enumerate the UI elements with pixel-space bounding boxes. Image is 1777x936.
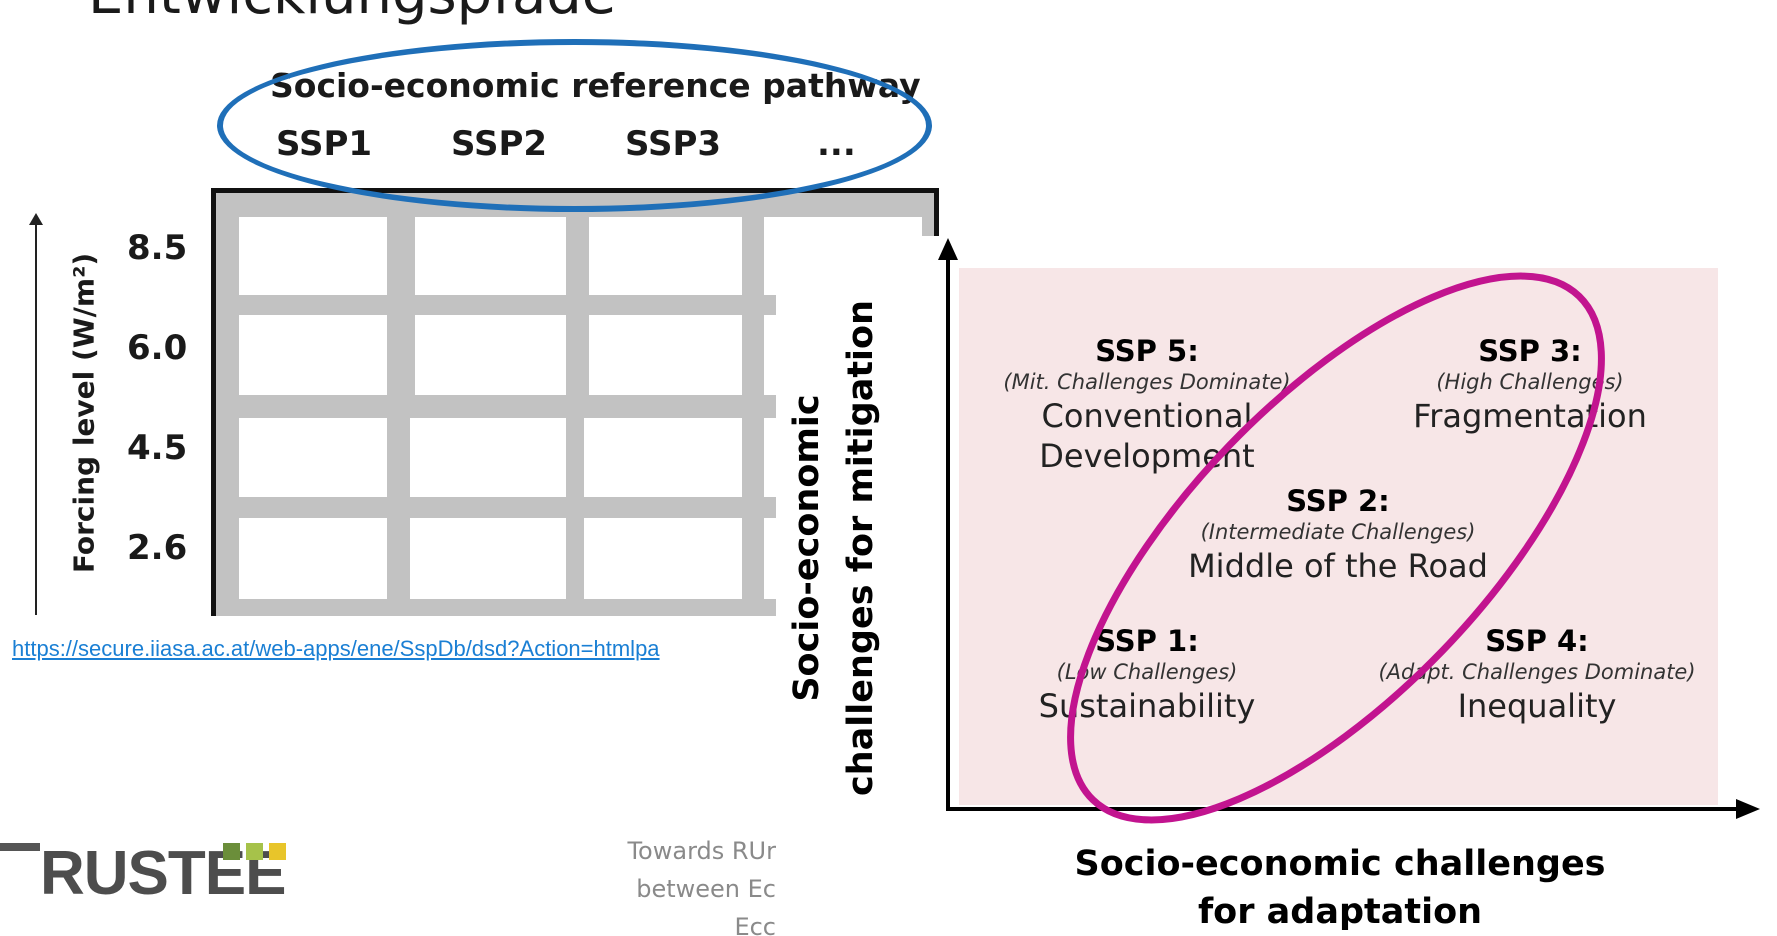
ssp2-name: SSP 2:: [1286, 484, 1390, 518]
matrix-cell: [239, 518, 387, 599]
matrix-cell: [239, 217, 387, 295]
ssp4-desc: Inequality: [1457, 687, 1617, 725]
pathway-highlight-ellipse: [217, 39, 932, 212]
x-axis-title: Socio-economic challenges for adaptation: [1074, 840, 1605, 936]
matrix-cell: [410, 518, 566, 599]
ssp5-name: SSP 5:: [1095, 334, 1199, 368]
ssp2-subtitle: (Intermediate Challenges): [1200, 520, 1476, 544]
y-axis-arrow-icon: [938, 238, 958, 260]
footer-line2: between Ec: [636, 875, 776, 903]
ssp3-name: SSP 3:: [1478, 334, 1582, 368]
ssp5-desc-line1: Conventional: [1041, 397, 1253, 435]
forcing-level-6-0: 6.0: [127, 328, 188, 368]
footer-line1: Towards RUr: [627, 837, 776, 865]
footer-line3: Ecc: [734, 913, 776, 936]
matrix-cell: [589, 315, 742, 395]
ssp-database-link[interactable]: https://secure.iiasa.ac.at/web-apps/ene/…: [12, 636, 660, 661]
logo-text: RUSTEE: [40, 839, 286, 908]
x-axis-line: [946, 807, 1738, 811]
logo-square-icon: [269, 843, 286, 860]
footer-text: Towards RUr between Ec Ecc: [600, 832, 776, 936]
matrix-cell: [415, 217, 566, 295]
ssp4-name: SSP 4:: [1485, 624, 1589, 658]
forcing-level-2-6: 2.6: [127, 528, 188, 568]
matrix-cell: [415, 315, 566, 395]
forcing-arrow-up-icon: [29, 213, 43, 225]
ssp-diagonal-ellipse: [1067, 272, 1605, 824]
matrix-cell: [239, 418, 387, 497]
y-axis-line: [946, 258, 950, 811]
slide-title: Entwicklungspfade: [88, 0, 616, 27]
forcing-axis-line: [35, 222, 37, 615]
forcing-level-8-5: 8.5: [127, 228, 188, 268]
ssp1-name: SSP 1:: [1095, 624, 1199, 658]
ssp5-subtitle: (Mit. Challenges Dominate): [1003, 370, 1291, 394]
logo-square-icon: [223, 843, 240, 860]
diagram-backdrop: [776, 236, 941, 796]
x-axis-title-line1: Socio-economic challenges: [1074, 844, 1606, 884]
ssp3-desc: Fragmentation: [1413, 397, 1647, 435]
challenge-space-background: [959, 268, 1718, 805]
ssp2-desc: Middle of the Road: [1188, 547, 1488, 585]
matrix-border: [934, 188, 939, 243]
x-axis-title-line2: for adaptation: [1197, 892, 1483, 932]
matrix-cell: [584, 418, 742, 497]
ssp3-block: SSP 3: (High Challenges) Fragmentation: [1413, 334, 1647, 436]
x-axis-arrow-icon: [1736, 799, 1760, 819]
matrix-cell: [410, 418, 566, 497]
matrix-cell: [589, 217, 742, 295]
forcing-level-4-5: 4.5: [127, 428, 188, 468]
matrix-cell: [584, 518, 742, 599]
matrix-cell: [239, 315, 387, 395]
ssp2-block: SSP 2: (Intermediate Challenges) Middle …: [1188, 484, 1488, 586]
logo-square-icon: [246, 843, 263, 860]
logo-t-mark: [0, 843, 40, 905]
ssp4-block: SSP 4: (Adapt. Challenges Dominate) Ineq…: [1378, 624, 1695, 726]
ssp3-subtitle: (High Challenges): [1436, 370, 1624, 394]
